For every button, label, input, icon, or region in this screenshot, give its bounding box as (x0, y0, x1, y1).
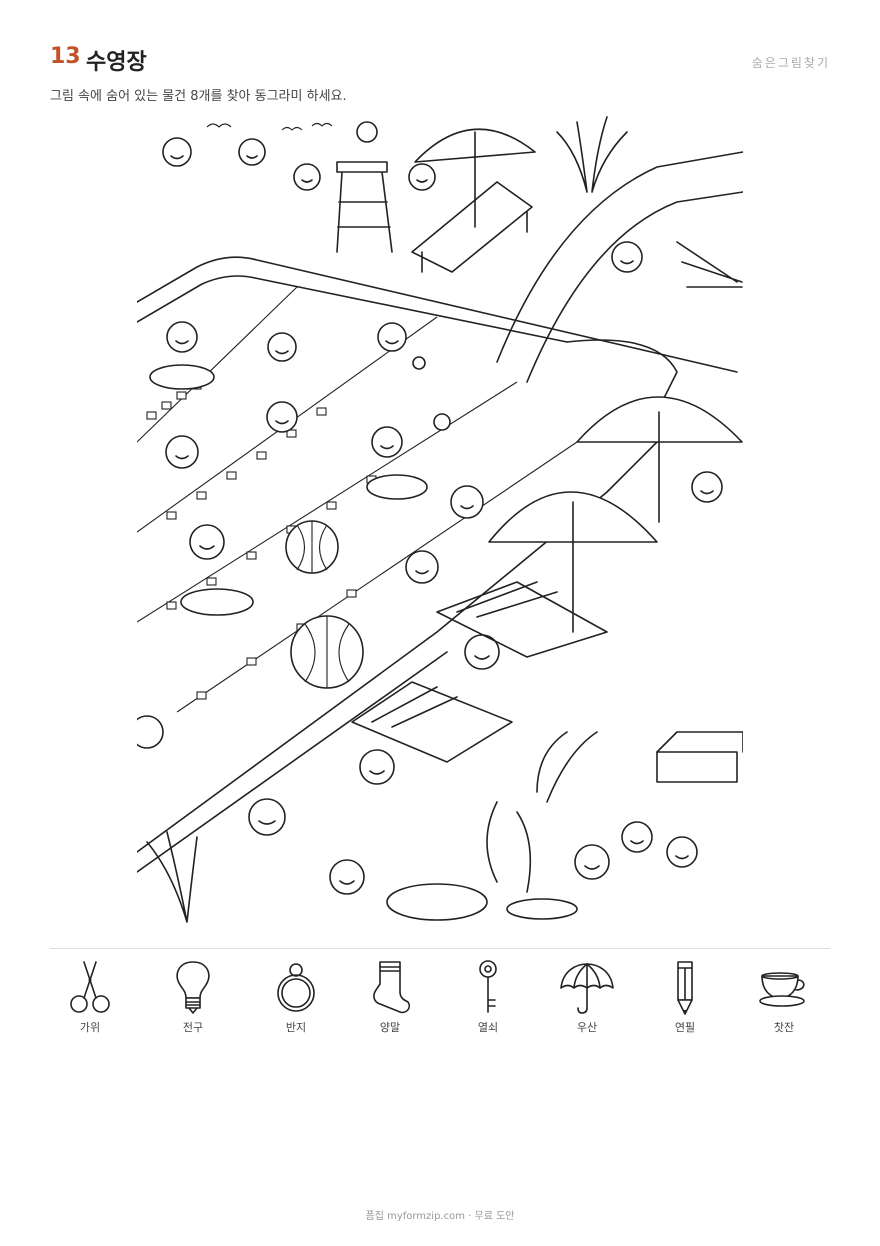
lightbulb-icon (176, 961, 210, 1014)
divider-line (50, 948, 830, 949)
instruction-text: 그림 속에 숨어 있는 물건 8개를 찾아 동그라미 하세요. (50, 89, 347, 104)
hidden-item-ring: 반지 (256, 958, 336, 1042)
hidden-item-label: 가위 (79, 1021, 101, 1034)
hidden-item-scissors: 가위 (50, 958, 130, 1042)
hidden-item-teacup: 찻잔 (744, 958, 824, 1042)
teacup-icon (759, 972, 805, 1007)
ring-icon (277, 963, 315, 1012)
umbrella-icon (560, 963, 614, 1014)
hidden-item-label: 연필 (674, 1021, 696, 1034)
hidden-item-label: 찻잔 (773, 1021, 795, 1034)
page-header: 13 수영장 숨은그림찾기 (50, 44, 830, 78)
hidden-item-key: 열쇠 (448, 958, 528, 1042)
hidden-item-label: 전구 (182, 1021, 204, 1034)
footer-credit: 폼집 myformzip.com · 무료 도안 (365, 1211, 515, 1222)
hidden-item-label: 우산 (576, 1021, 598, 1034)
hidden-item-pencil: 연필 (645, 958, 725, 1042)
hidden-item-label: 반지 (285, 1021, 307, 1034)
scissors-icon (70, 961, 110, 1013)
page-title: 수영장 (86, 50, 147, 75)
category-label: 숨은그림찾기 (751, 56, 830, 70)
pool-scene-illustration (137, 112, 743, 936)
hidden-item-label: 열쇠 (477, 1021, 499, 1034)
pencil-icon (677, 961, 693, 1015)
sock-icon (373, 961, 411, 1014)
page-number: 13 (50, 44, 81, 69)
hidden-items-legend: 가위 전구 반지 양말 열쇠 (50, 958, 837, 1042)
hidden-item-umbrella: 우산 (547, 958, 627, 1042)
hidden-item-label: 양말 (379, 1021, 401, 1034)
hidden-item-lightbulb: 전구 (153, 958, 233, 1042)
key-icon (479, 960, 497, 1013)
hidden-item-sock: 양말 (350, 958, 430, 1042)
